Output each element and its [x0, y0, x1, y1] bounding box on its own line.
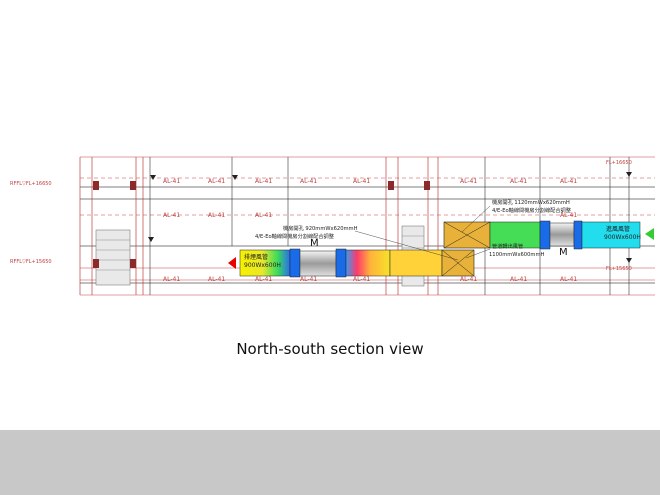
exhaust-arrow	[228, 257, 236, 269]
intake-duct	[443, 220, 641, 250]
beam-lines	[80, 186, 655, 284]
transfer-duct-label-1: 管道轉出風管	[492, 242, 523, 250]
svg-text:AL-41: AL-41	[353, 276, 370, 283]
svg-text:AL-41: AL-41	[353, 178, 370, 185]
grid-tags: AL-41 AL-41 AL-41 AL-41 AL-41 AL-41 AL-4…	[163, 178, 577, 283]
svg-text:AL-41: AL-41	[163, 276, 180, 283]
exhaust-duct-size: 900Wx600H	[244, 262, 281, 269]
grid-columns	[79, 157, 439, 295]
level-lines	[80, 156, 655, 296]
intake-duct-size: 900Wx600H	[604, 234, 641, 241]
upper-opening-label-1: 機房開孔 1120mmWx620mmH	[492, 198, 570, 206]
level-right-lower: FL+15650	[606, 266, 632, 272]
svg-text:AL-41: AL-41	[560, 178, 577, 185]
footer-band	[0, 430, 660, 495]
exhaust-duct	[239, 248, 475, 278]
svg-text:AL-41: AL-41	[163, 178, 180, 185]
svg-text:AL-41: AL-41	[208, 212, 225, 219]
svg-text:AL-41: AL-41	[208, 178, 225, 185]
svg-text:AL-41: AL-41	[163, 212, 180, 219]
svg-text:AL-41: AL-41	[255, 276, 272, 283]
level-left-upper: RFFL▽FL+16650	[10, 181, 52, 187]
svg-text:AL-41: AL-41	[560, 276, 577, 283]
svg-text:AL-41: AL-41	[460, 178, 477, 185]
upper-opening-label-2: 4/E-Eo軸線間機房分割線配合調整	[492, 206, 571, 214]
lower-opening-label-1: 機房開孔 920mmWx620mmH	[283, 224, 358, 232]
svg-text:AL-41: AL-41	[300, 178, 317, 185]
lower-opening-label-2: 4/E-Eo軸線間機房分割線配合調整	[255, 232, 334, 240]
svg-text:AL-41: AL-41	[560, 212, 577, 219]
svg-text:AL-41: AL-41	[255, 178, 272, 185]
intake-arrow	[645, 228, 654, 240]
svg-text:AL-41: AL-41	[208, 276, 225, 283]
motor-left-label: M	[310, 238, 319, 249]
motor-right-label: M	[559, 247, 568, 258]
svg-text:AL-41: AL-41	[460, 276, 477, 283]
svg-text:AL-41: AL-41	[510, 276, 527, 283]
section-drawing: RFFL▽FL+16650 RFFL▽FL+15650 FL+16650 FL+…	[10, 156, 655, 296]
svg-text:AL-41: AL-41	[510, 178, 527, 185]
caption: North-south section view	[236, 340, 424, 358]
level-right-upper: FL+16650	[606, 160, 632, 166]
level-left-lower: RFFL▽FL+15650	[10, 259, 52, 265]
intake-duct-name: 進風風管	[606, 225, 630, 233]
transfer-duct-label-2: 1100mmWx600mmH	[489, 252, 545, 258]
exhaust-duct-name: 排煙風管	[244, 253, 268, 261]
svg-text:AL-41: AL-41	[255, 212, 272, 219]
svg-text:AL-41: AL-41	[300, 276, 317, 283]
